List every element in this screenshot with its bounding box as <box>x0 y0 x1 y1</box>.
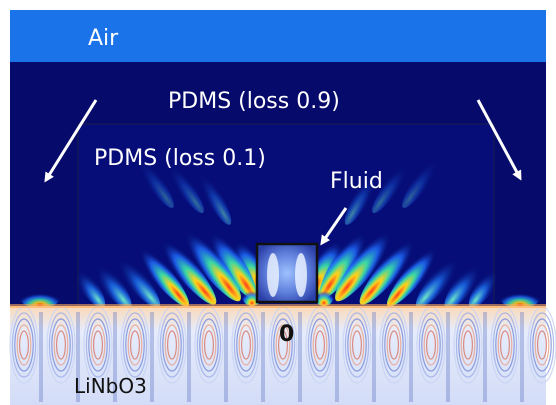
substrate-wave-contour <box>273 318 293 372</box>
air-layer <box>0 0 556 62</box>
substrate-layer <box>9 304 556 405</box>
substrate-wave-contour <box>347 318 367 372</box>
substrate-wave-contour <box>344 312 370 378</box>
substrate-wave-contour <box>421 318 441 372</box>
substrate-wave-contour <box>92 330 103 360</box>
substrate-wave-contour <box>11 312 37 378</box>
substrate-wave-contour <box>88 318 108 372</box>
substrate-wave-contour <box>238 324 254 366</box>
substrate-wave-contour <box>307 312 333 378</box>
substrate-wave-contour <box>204 330 215 360</box>
substrate-wave-node <box>409 312 413 402</box>
fluid-chamber <box>255 242 319 304</box>
substrate-wave-contour <box>90 324 106 366</box>
substrate-wave-contour <box>310 318 330 372</box>
substrate-wave-node <box>335 312 339 402</box>
arrow-fluid <box>320 207 348 246</box>
substrate-wave-contour <box>384 318 404 372</box>
substrate-wave-node <box>372 312 376 402</box>
acoustic-field <box>20 141 540 306</box>
substrate-wave-contour <box>312 324 328 366</box>
substrate-wave-contour <box>48 312 74 378</box>
substrate-wave-contour <box>386 324 402 366</box>
substrate-wave-node <box>113 312 117 402</box>
substrate-wave-contour <box>51 318 71 372</box>
label-pdms-inner: PDMS (loss 0.1) <box>94 146 266 171</box>
substrate-wave-contour <box>130 330 141 360</box>
substrate-wave-node <box>224 312 228 402</box>
substrate-wave-contour <box>418 312 444 378</box>
substrate-wave-contour <box>196 312 222 378</box>
substrate-wave-contour <box>167 330 178 360</box>
substrate-wave-contour <box>159 312 185 378</box>
substrate-wave-contour <box>127 324 143 366</box>
substrate-wave-contour <box>236 318 256 372</box>
label-fluid: Fluid <box>330 169 383 194</box>
arrow-right <box>476 99 522 181</box>
substrate-wave-contour <box>426 330 437 360</box>
substrate-wave-contour <box>125 318 145 372</box>
substrate-wave-contour <box>241 330 252 360</box>
substrate-wave-contour <box>85 312 111 378</box>
label-pdms-outer: PDMS (loss 0.9) <box>168 89 340 114</box>
arrow-left <box>44 99 98 183</box>
substrate-wave-node <box>483 312 487 402</box>
label-substrate: LiNbO3 <box>74 374 147 398</box>
substrate-wave-contour <box>270 312 296 378</box>
substrate-wave-contour <box>529 312 555 378</box>
substrate-wave-node <box>76 312 80 402</box>
substrate-wave-contour <box>199 318 219 372</box>
substrate-wave-contour <box>275 324 291 366</box>
substrate-wave-contour <box>53 324 69 366</box>
substrate-wave-contour <box>349 324 365 366</box>
substrate-wave-node <box>150 312 154 402</box>
substrate-wave-contour <box>460 324 476 366</box>
substrate-wave-contour <box>463 330 474 360</box>
substrate-wave-contour <box>458 318 478 372</box>
label-origin: 0 <box>279 322 294 347</box>
substrate-wave-contour <box>19 330 30 360</box>
substrate-wave-contour <box>14 318 34 372</box>
substrate-wave-node <box>298 312 302 402</box>
substrate-wave-contour <box>532 318 552 372</box>
substrate-wave-contour <box>423 324 439 366</box>
substrate-wave-node <box>39 312 43 402</box>
substrate-wave-contour <box>536 330 547 360</box>
substrate-wave-node <box>187 312 191 402</box>
substrate-wave-contour <box>315 330 326 360</box>
substrate-wave-contour <box>389 330 400 360</box>
substrate-wave-node <box>261 312 265 402</box>
label-air: Air <box>88 26 119 51</box>
substrate-wave-node <box>520 312 524 402</box>
substrate-wave-contour <box>164 324 180 366</box>
substrate-wave-contour <box>278 330 289 360</box>
substrate-wave-contour <box>122 312 148 378</box>
substrate-wave-contour <box>16 324 32 366</box>
substrate-wave-contour <box>455 312 481 378</box>
substrate-wave-contour <box>162 318 182 372</box>
substrate-wave-contour <box>381 312 407 378</box>
substrate-wave-contour <box>201 324 217 366</box>
substrate-wave-contour <box>233 312 259 378</box>
substrate-wave-contour <box>492 312 518 378</box>
substrate-wave-contour <box>500 330 511 360</box>
substrate-wave-contour <box>497 324 513 366</box>
substrate-wave-node <box>446 312 450 402</box>
substrate-wave-contour <box>352 330 363 360</box>
substrate-wave-contour <box>534 324 550 366</box>
substrate-wave-contour <box>55 330 66 360</box>
substrate-wave-contour <box>495 318 515 372</box>
